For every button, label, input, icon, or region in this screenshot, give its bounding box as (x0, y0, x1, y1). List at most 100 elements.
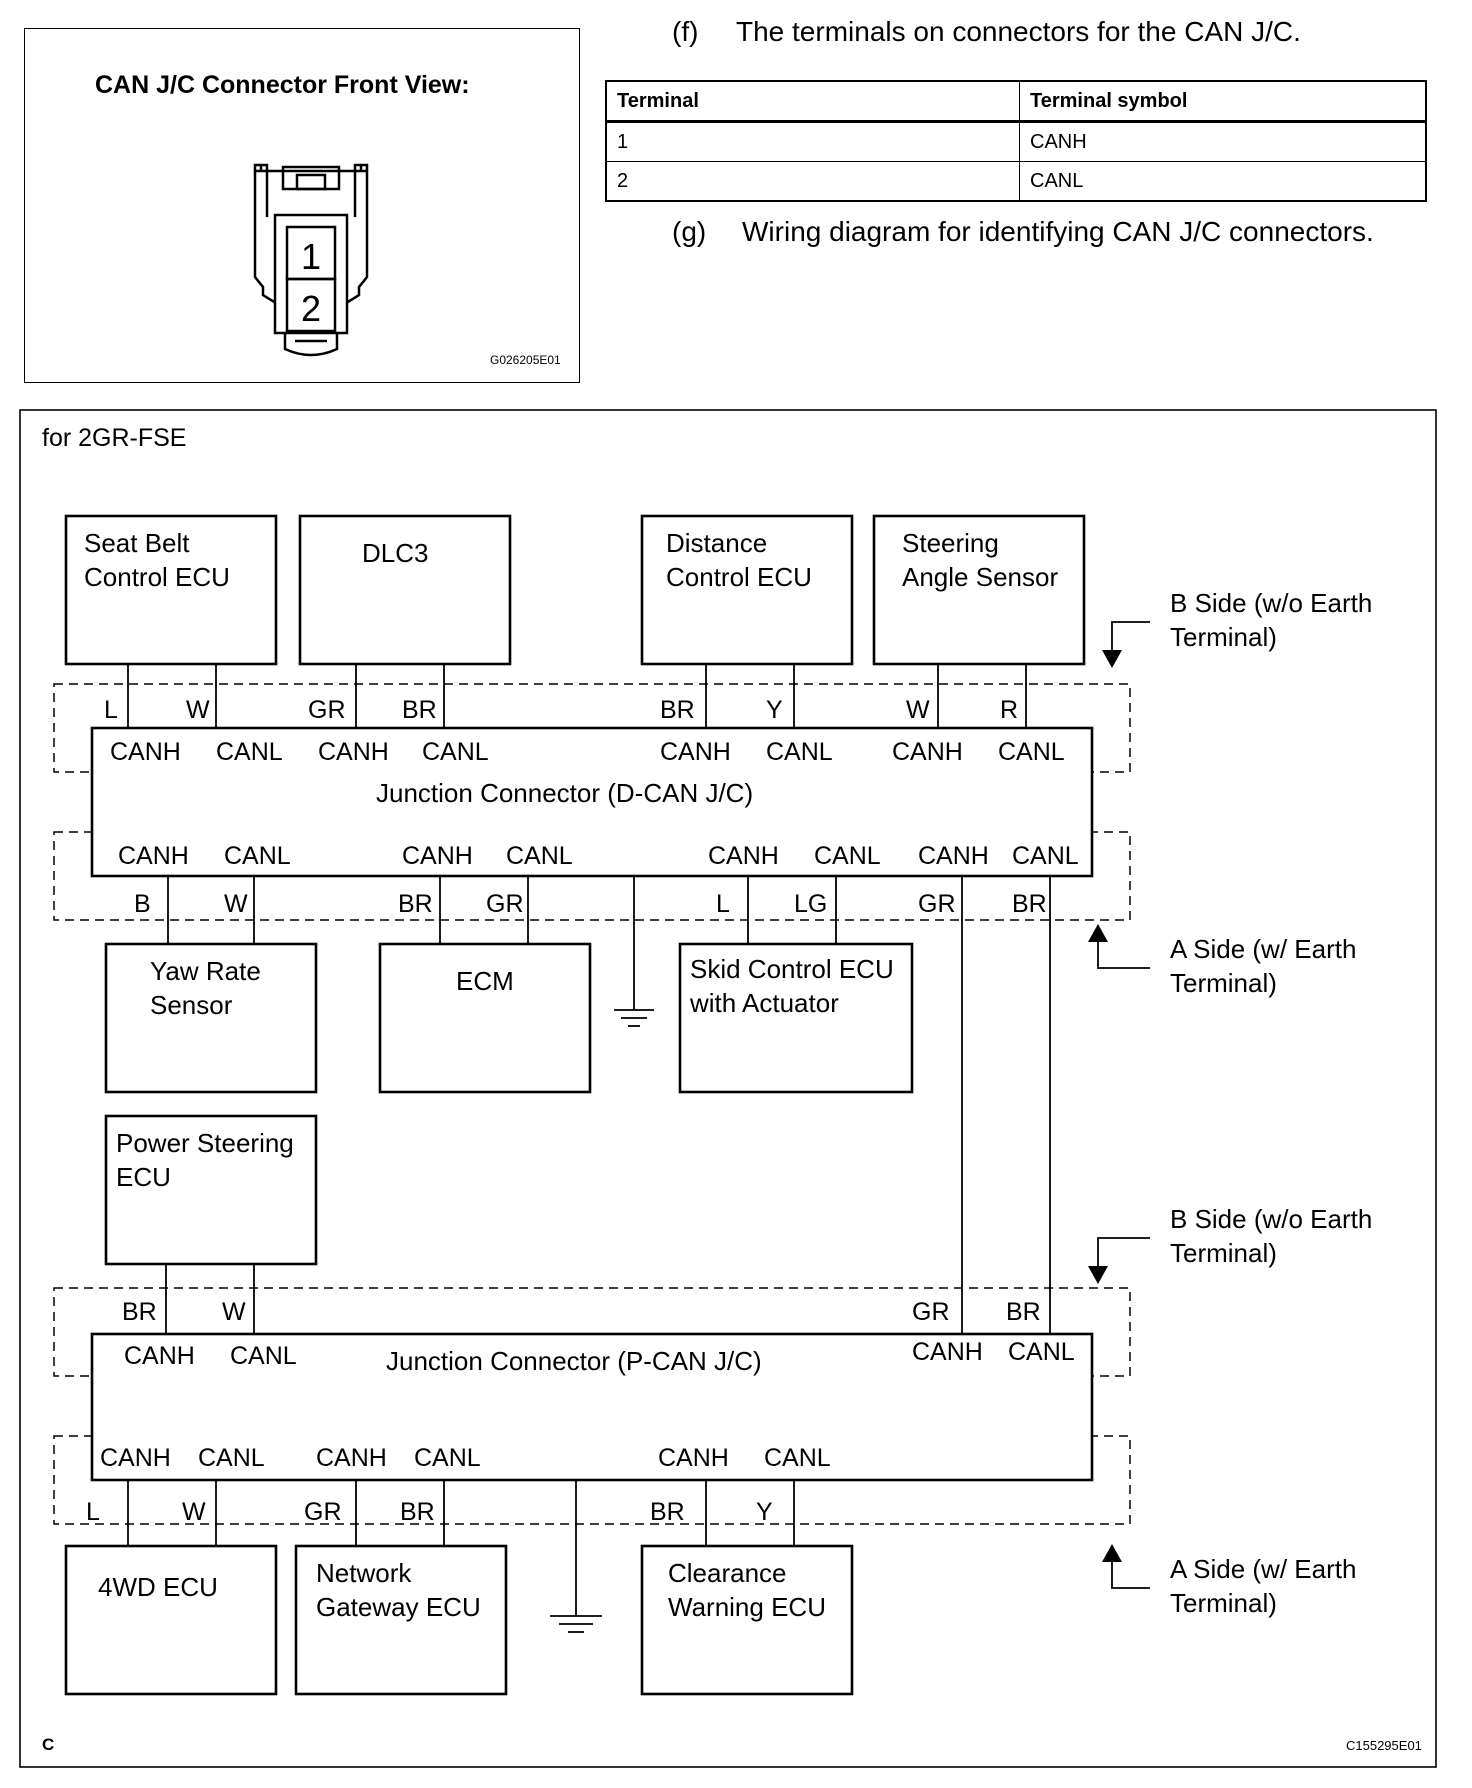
ecu-label: DLC3 (362, 538, 428, 568)
terminal-label: CANH (110, 738, 181, 766)
terminal-label: CANH (660, 738, 731, 766)
wire-color: L (86, 1498, 100, 1526)
ecu-label: Seat Belt (84, 528, 190, 558)
wire-color: GR (918, 890, 956, 918)
table-header: Terminal symbol (1019, 80, 1427, 123)
terminal-label: CANH (402, 842, 473, 870)
wire-color: W (186, 696, 210, 724)
steering-angle-sensor: Steering Angle Sensor (872, 514, 1086, 666)
terminal-label: CANL (422, 738, 489, 766)
terminal-label: CANL (1008, 1338, 1075, 1366)
ecu-label: Angle Sensor (902, 562, 1058, 592)
wires (127, 664, 1051, 1633)
b-side-label: B Side (w/o Earth (1170, 588, 1372, 618)
junction-connector-p-can: CANH CANL Junction Connector (P-CAN J/C)… (90, 1332, 1094, 1482)
wire-color: Y (766, 696, 783, 724)
terminal-label: CANL (814, 842, 881, 870)
ecu-label: Skid Control ECU (690, 954, 894, 984)
ecu-label: Warning ECU (668, 1592, 826, 1622)
table-header-row: Terminal Terminal symbol (605, 80, 1427, 123)
wiring-figure-code: C155295E01 (1346, 1738, 1422, 1753)
terminal-table: Terminal Terminal symbol 1 CANH 2 CANL (605, 80, 1427, 202)
terminal-label: CANH (918, 842, 989, 870)
table-cell: 2 (605, 161, 1020, 202)
figure-code: G026205E01 (490, 353, 561, 367)
wire-color: BR (1012, 890, 1047, 918)
terminal-label: CANH (708, 842, 779, 870)
a-side-label: Terminal) (1170, 1588, 1277, 1618)
corner-label: C (42, 1735, 54, 1754)
wire-color: GR (308, 696, 346, 724)
yaw-rate-sensor: Yaw Rate Sensor (104, 942, 318, 1094)
ecu-label: Power Steering (116, 1128, 294, 1158)
wire-color: R (1000, 696, 1018, 724)
terminal-label: CANH (118, 842, 189, 870)
connector-front-view-panel: CAN J/C Connector Front View: 1 2 G02620… (24, 28, 580, 383)
ecu-label: Distance (666, 528, 767, 558)
skid-control-ecu: Skid Control ECU with Actuator (678, 942, 914, 1094)
4wd-ecu: 4WD ECU (64, 1544, 278, 1696)
wire-color: BR (122, 1298, 157, 1326)
wire-color: W (906, 696, 930, 724)
jc2-bottom-wire-colors: L W GR BR BR Y (86, 1498, 773, 1526)
ecu-label: 4WD ECU (98, 1572, 218, 1602)
terminal-label: CANL (1012, 842, 1079, 870)
distance-control-ecu: Distance Control ECU (640, 514, 854, 666)
a-side-region (53, 831, 1131, 921)
wire-color: GR (304, 1498, 342, 1526)
terminal-label: CANL (224, 842, 291, 870)
wire-color: BR (400, 1498, 435, 1526)
clearance-warning-ecu: Clearance Warning ECU (640, 1544, 854, 1696)
terminal-label: CANL (198, 1444, 265, 1472)
b-side-arrow (1102, 621, 1150, 668)
ecu-label: Gateway ECU (316, 1592, 481, 1622)
table-row: 1 CANH (605, 121, 1427, 162)
wire-color: W (182, 1498, 206, 1526)
b-side-arrow (1088, 1237, 1150, 1284)
wire-color: LG (794, 890, 827, 918)
terminal-label: CANH (658, 1444, 729, 1472)
wire-color: Y (756, 1498, 773, 1526)
ecu-label: Control ECU (666, 562, 812, 592)
b-side-label: Terminal) (1170, 622, 1277, 652)
terminal-label: CANH (912, 1338, 983, 1366)
ecu-label: Steering (902, 528, 999, 558)
ecu-label: Network (316, 1558, 412, 1588)
ecu-label: ECU (116, 1162, 171, 1192)
step-g-text: Wiring diagram for identifying CAN J/C c… (742, 216, 1374, 247)
ecu-label: with Actuator (689, 988, 839, 1018)
ecu-label: Control ECU (84, 562, 230, 592)
diagram-frame (19, 409, 1437, 1768)
jc1-top-wire-colors: L W GR BR BR Y W R (104, 696, 1018, 724)
terminal-label: CANL (230, 1342, 297, 1370)
wire-color: W (224, 890, 248, 918)
connector-drawing: 1 2 (253, 163, 369, 357)
ecu-label: Yaw Rate (150, 956, 261, 986)
table-cell: CANL (1019, 161, 1427, 202)
pin-2-label: 2 (301, 288, 321, 329)
terminal-label: CANH (316, 1444, 387, 1472)
terminal-label: CANH (318, 738, 389, 766)
a-side-region (53, 1435, 1131, 1525)
wire-color: B (134, 890, 151, 918)
ecu-label: Clearance (668, 1558, 787, 1588)
jc1-label: Junction Connector (D-CAN J/C) (376, 778, 753, 808)
pin-1-label: 1 (301, 236, 321, 277)
a-side-label: A Side (w/ Earth (1170, 934, 1356, 964)
step-f-marker: (f) (672, 16, 699, 47)
terminal-label: CANL (506, 842, 573, 870)
wire-color: GR (912, 1298, 950, 1326)
wire-color: W (222, 1298, 246, 1326)
wire-color: GR (486, 890, 524, 918)
step-g-marker: (g) (672, 216, 707, 247)
table-cell: CANH (1019, 121, 1427, 162)
dlc3: DLC3 (298, 514, 512, 666)
terminal-label: CANH (100, 1444, 171, 1472)
variant-label: for 2GR-FSE (42, 424, 186, 452)
wire-color: BR (398, 890, 433, 918)
table-cell: 1 (605, 121, 1020, 162)
terminal-label: CANL (216, 738, 283, 766)
terminal-label: CANL (414, 1444, 481, 1472)
b-side-label: Terminal) (1170, 1238, 1277, 1268)
